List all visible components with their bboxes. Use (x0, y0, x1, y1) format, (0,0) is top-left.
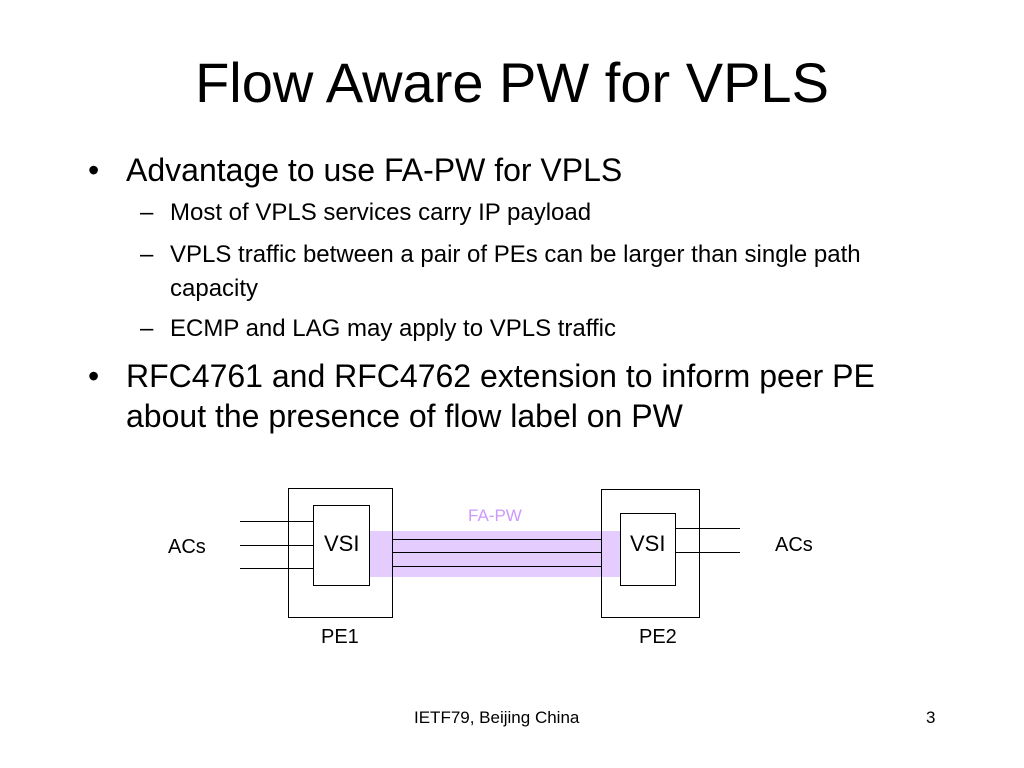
footer-text: IETF79, Beijing China (414, 708, 580, 727)
sub-bullet-text: Most of VPLS services carry IP payload (170, 199, 592, 226)
acs-left-label: ACs (168, 536, 206, 558)
sub-bullet-marker: – (140, 315, 154, 342)
vsi-left-label: VSI (324, 531, 360, 556)
sub-bullet-item: – ECMP and LAG may apply to VPLS traffic (140, 312, 950, 346)
bullet-marker: • (88, 152, 100, 188)
sub-bullet-text: ECMP and LAG may apply to VPLS traffic (170, 315, 616, 342)
sub-bullet-text: VPLS traffic between a pair of PEs can b… (170, 241, 861, 302)
pe1-box (288, 488, 393, 618)
slide-title: Flow Aware PW for VPLS (195, 51, 829, 114)
bullet-item: • RFC4761 and RFC4762 extension to infor… (88, 356, 946, 436)
acs-right-label: ACs (775, 534, 813, 556)
vsi-left-box (313, 505, 370, 586)
sub-bullet-item: – VPLS traffic between a pair of PEs can… (140, 238, 950, 306)
fa-pw-label: FA-PW (468, 506, 522, 525)
pe1-label: PE1 (321, 626, 359, 648)
bullet-text: Advantage to use FA-PW for VPLS (126, 152, 623, 188)
sub-bullet-item: – Most of VPLS services carry IP payload (140, 196, 950, 230)
bullet-text: RFC4761 and RFC4762 extension to inform … (126, 358, 875, 434)
sub-bullet-marker: – (140, 241, 154, 268)
fa-pw-band (368, 531, 620, 577)
sub-bullet-marker: – (140, 199, 154, 226)
bullet-item: • Advantage to use FA-PW for VPLS (88, 150, 946, 190)
bullet-marker: • (88, 358, 100, 394)
pe2-label: PE2 (639, 626, 677, 648)
page-number: 3 (926, 708, 936, 727)
pe2-box (601, 489, 700, 618)
vsi-right-box (620, 513, 676, 586)
vsi-right-label: VSI (630, 531, 666, 556)
